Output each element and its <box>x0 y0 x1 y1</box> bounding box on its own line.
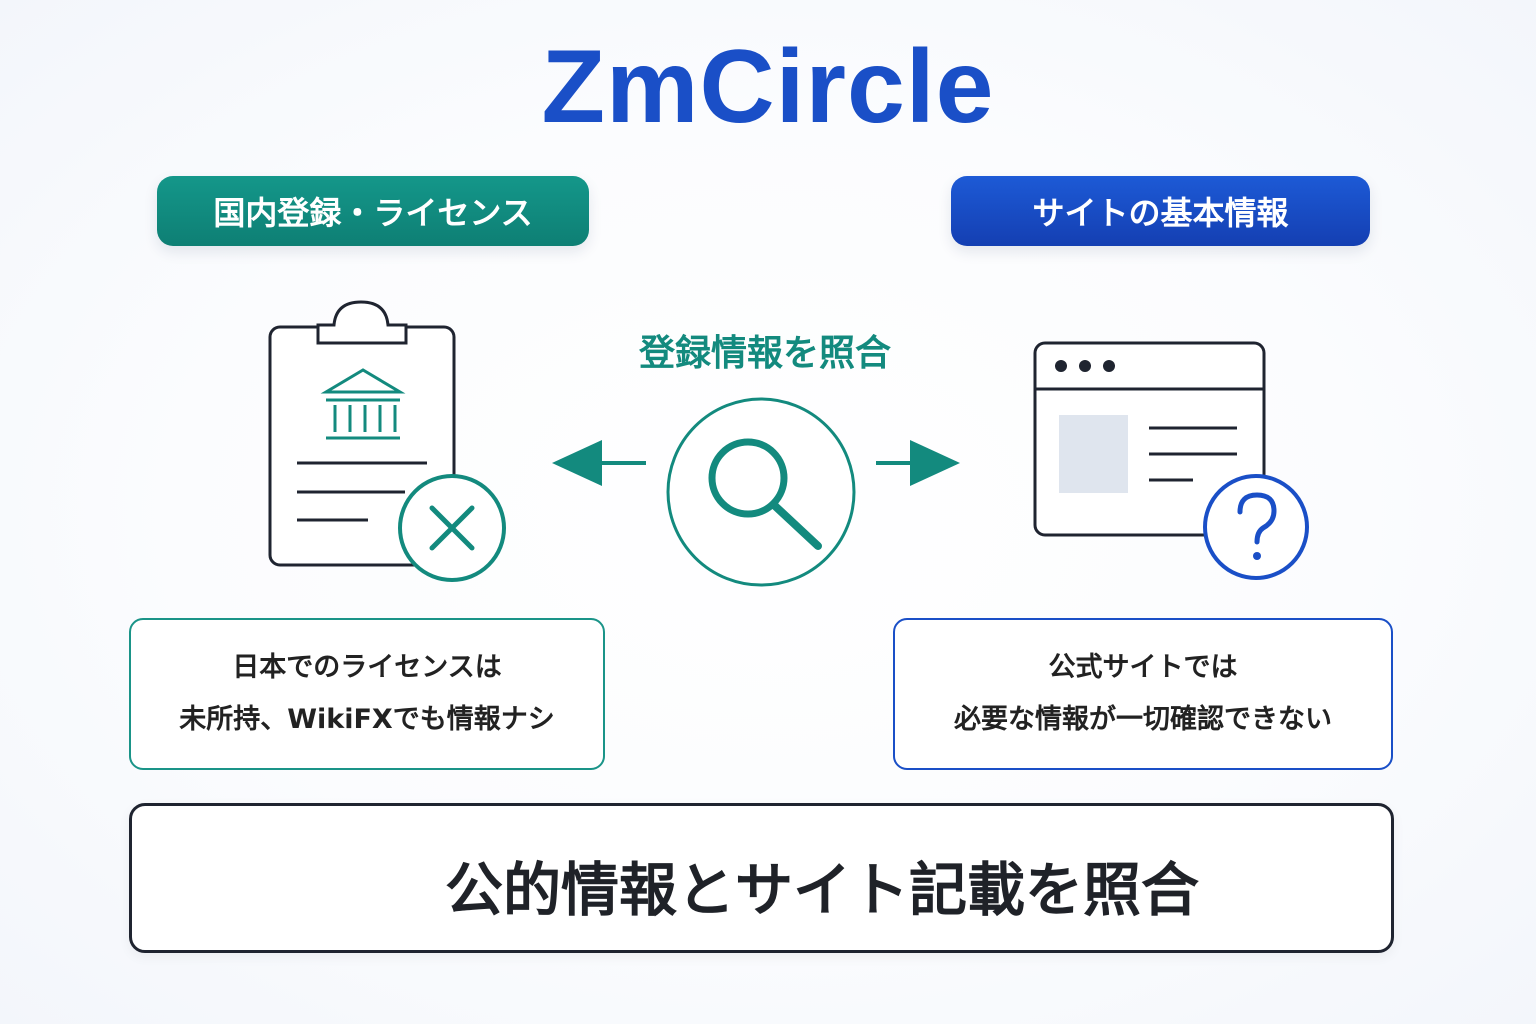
x-circle-icon <box>398 474 506 582</box>
tag-domestic-license: 国内登録・ライセンス <box>157 176 589 246</box>
brand-title: ZmCircle <box>541 29 995 145</box>
browser-window-icon <box>1033 341 1266 537</box>
arrow-right-icon <box>876 440 960 486</box>
tag-site-info: サイトの基本情報 <box>951 176 1370 246</box>
right-note-line1: 公式サイトでは <box>1048 652 1238 683</box>
right-note-card: 公式サイトでは 必要な情報が一切確認できない <box>893 618 1393 770</box>
arrow-left-icon <box>552 440 646 486</box>
bottom-summary-card <box>129 803 1394 953</box>
center-label: 登録情報を照合 <box>638 333 891 374</box>
left-note-line2: 未所持、WikiFXでも情報ナシ <box>179 704 555 735</box>
tag-domestic-license-label: 国内登録・ライセンス <box>213 194 533 232</box>
left-note-line1: 日本でのライセンスは <box>232 652 502 683</box>
bottom-summary-text: 公的情報とサイト記載を照合 <box>445 856 1200 924</box>
question-circle-icon <box>1203 474 1309 580</box>
left-note-card: 日本でのライセンスは 未所持、WikiFXでも情報ナシ <box>129 618 605 770</box>
right-note-line2: 必要な情報が一切確認できない <box>954 704 1332 735</box>
tag-site-info-label: サイトの基本情報 <box>1032 194 1289 232</box>
search-icon <box>666 397 856 587</box>
